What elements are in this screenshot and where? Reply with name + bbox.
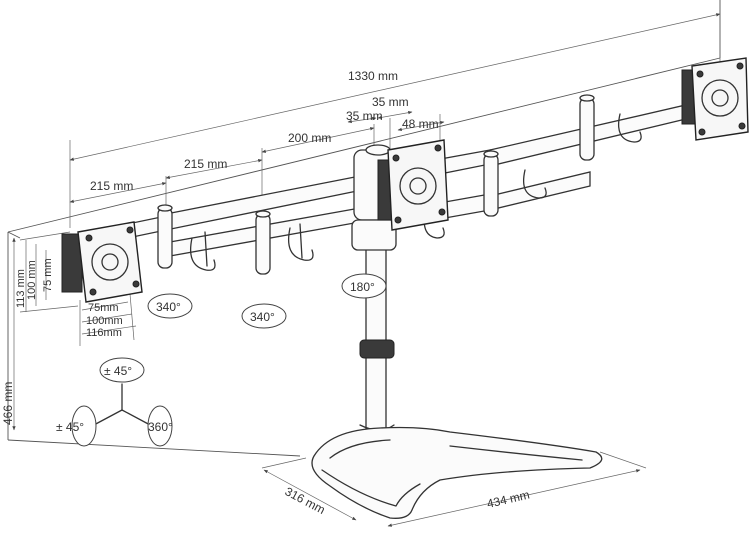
stand-base bbox=[311, 426, 603, 519]
rotate-rotation: 360° bbox=[148, 420, 173, 434]
vesa-h116-label: 116mm bbox=[86, 327, 122, 339]
vesa-100-label: 100 mm bbox=[26, 260, 38, 300]
base-depth-label: 316 mm bbox=[283, 484, 328, 517]
rotation-badge-arm-inner: 340° bbox=[241, 303, 287, 329]
rotation-badge-arm-outer: 340° bbox=[147, 293, 193, 319]
arm-outer-rotation: 340° bbox=[156, 300, 181, 314]
pole-rotation: 180° bbox=[350, 280, 375, 294]
tilt-rotation: ± 45° bbox=[104, 364, 132, 378]
vesa-113-label: 113 mm bbox=[15, 269, 27, 308]
segment-outer-label: 215 mm bbox=[90, 179, 133, 193]
base-width-label: 434 mm bbox=[486, 488, 531, 511]
motion-indicator: ± 45° ± 45° 360° bbox=[56, 357, 173, 447]
vesa-h100-label: 100mm bbox=[86, 315, 123, 327]
height-dimension: 466 mm bbox=[1, 237, 16, 431]
plate-offset-label: 48 mm bbox=[402, 117, 439, 131]
segment-inner-label: 215 mm bbox=[184, 157, 227, 171]
total-width-dimension: 1330 mm bbox=[69, 10, 721, 228]
height-label: 466 mm bbox=[1, 382, 15, 425]
mount-width-label: 35 mm bbox=[372, 95, 409, 109]
vesa-h75-label: 75mm bbox=[88, 302, 119, 314]
total-width-label: 1330 mm bbox=[348, 69, 398, 83]
arm-right bbox=[379, 94, 691, 239]
vesa-dimensions: 113 mm 100 mm 75 mm 75mm 100mm 116mm bbox=[15, 231, 137, 346]
swivel-rotation: ± 45° bbox=[56, 420, 84, 434]
rotation-badge-pole: 180° bbox=[341, 273, 387, 299]
arm-center-label: 200 mm bbox=[288, 131, 331, 145]
vesa-plate-left bbox=[61, 221, 143, 303]
vesa-plate-center bbox=[377, 139, 449, 231]
vesa-plate-right bbox=[681, 57, 749, 141]
arm-inner-rotation: 340° bbox=[250, 310, 275, 324]
segment-dimensions: 215 mm 215 mm 200 mm 35 mm 35 mm 48 mm bbox=[69, 95, 445, 214]
vesa-75-label: 75 mm bbox=[42, 258, 54, 292]
mount-offset-label: 35 mm bbox=[346, 109, 383, 123]
